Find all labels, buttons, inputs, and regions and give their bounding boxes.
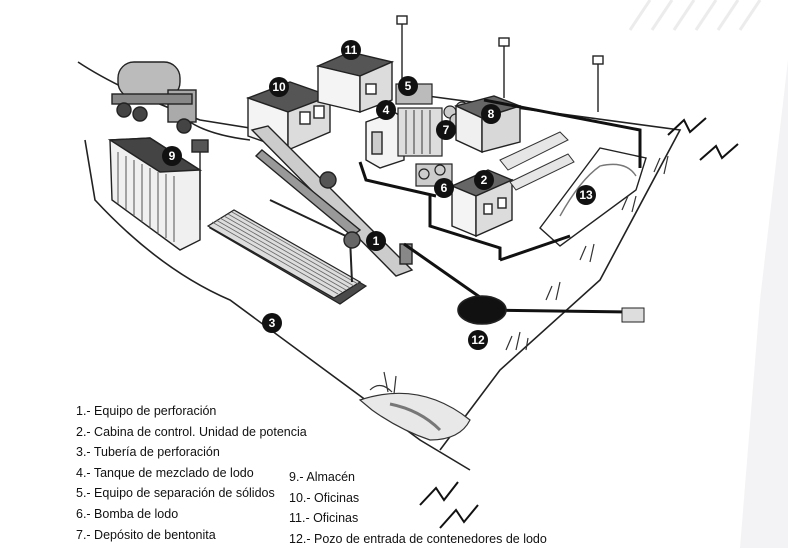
- legend-right-column: 9.- Almacén 10.- Oficinas 11.- Oficinas …: [289, 467, 547, 549]
- legend-item: 2.- Cabina de control. Unidad de potenci…: [76, 424, 307, 439]
- svg-text:7: 7: [443, 123, 450, 137]
- svg-text:10: 10: [272, 80, 286, 94]
- legend-item: 7.- Depósito de bentonita: [76, 527, 216, 542]
- svg-text:2: 2: [481, 173, 488, 187]
- svg-text:12: 12: [471, 333, 485, 347]
- legend-item: 10.- Oficinas: [289, 490, 360, 505]
- callouts: 1 2 3 4 5 6 7 8 9 10 11 12 13: [162, 40, 596, 350]
- control-cabin: [450, 169, 514, 238]
- legend-left-column: 1.- Equipo de perforación 2.- Cabina de …: [76, 401, 307, 545]
- callout-3: 3: [262, 313, 282, 333]
- callout-1: 1: [366, 231, 386, 251]
- legend-item: 4.- Tanque de mezclado de lodo: [76, 465, 254, 480]
- callout-10: 10: [269, 77, 289, 97]
- callout-11: 11: [341, 40, 361, 60]
- callout-7: 7: [436, 120, 456, 140]
- legend-item: 5.- Equipo de separación de sólidos: [76, 486, 275, 501]
- svg-text:3: 3: [269, 316, 276, 330]
- callout-12: 12: [468, 330, 488, 350]
- callout-9: 9: [162, 146, 182, 166]
- entry-pit: [457, 295, 507, 325]
- svg-text:6: 6: [441, 181, 448, 195]
- callout-4: 4: [376, 100, 396, 120]
- outlet-block: [621, 307, 645, 323]
- legend-item: 9.- Almacén: [289, 470, 356, 484]
- svg-text:13: 13: [579, 188, 593, 202]
- pipe-racks: [499, 131, 575, 191]
- background-stripes: [628, 0, 762, 31]
- callout-2: 2: [474, 170, 494, 190]
- callout-13: 13: [576, 185, 596, 205]
- legend-item: 1.- Equipo de perforación: [76, 404, 217, 418]
- tanker-truck: [111, 61, 197, 134]
- callout-5: 5: [398, 76, 418, 96]
- vegetation: [358, 155, 669, 441]
- svg-text:9: 9: [169, 149, 176, 163]
- legend-item: 11.- Oficinas: [289, 511, 359, 526]
- svg-text:5: 5: [405, 79, 412, 93]
- office-building-11: [315, 51, 395, 114]
- callout-8: 8: [481, 104, 501, 124]
- pipelines: [358, 98, 642, 314]
- callout-6: 6: [434, 178, 454, 198]
- svg-text:11: 11: [345, 43, 358, 57]
- break-lines: [419, 117, 739, 529]
- svg-text:4: 4: [383, 103, 390, 117]
- legend-item: 12.- Pozo de entrada de contenedores de …: [289, 531, 547, 546]
- drill-pipe-stack: [206, 209, 368, 305]
- svg-text:1: 1: [373, 234, 380, 248]
- background-band: [740, 60, 788, 548]
- legend-item: 6.- Bomba de lodo: [76, 506, 179, 521]
- office-building-10: [245, 81, 333, 152]
- legend-item: 3.- Tubería de perforación: [76, 445, 220, 460]
- light-poles: [396, 15, 604, 112]
- svg-text:8: 8: [488, 107, 495, 121]
- solids-separation-unit: [395, 83, 443, 157]
- warehouse-building: [107, 137, 209, 251]
